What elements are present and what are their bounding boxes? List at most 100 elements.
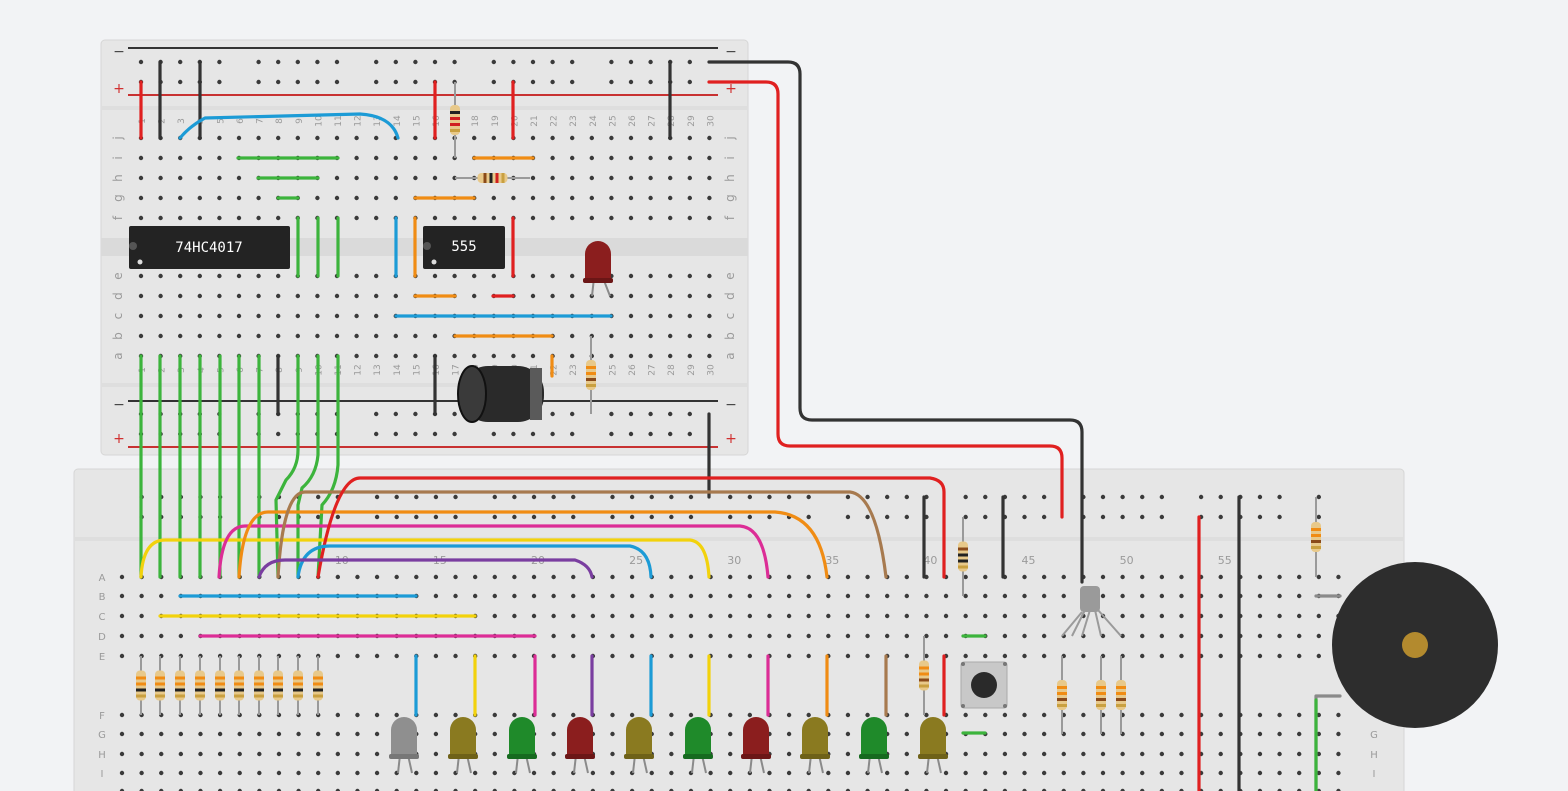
rail-hole [453, 494, 458, 500]
hole [1257, 633, 1263, 639]
hole [1081, 788, 1086, 791]
rail-label: − [725, 44, 737, 60]
hole [728, 574, 733, 580]
rail-hole [452, 411, 457, 417]
hole [571, 574, 576, 580]
hole [433, 653, 439, 659]
hole [629, 712, 635, 718]
hole [1316, 653, 1322, 659]
hole [354, 175, 359, 181]
hole [432, 215, 438, 221]
hole [492, 712, 497, 718]
hole [924, 593, 929, 599]
rail-hole [413, 431, 418, 437]
resistor-band [136, 694, 146, 698]
hole [884, 770, 890, 776]
hole [707, 135, 712, 141]
hole [1159, 653, 1165, 659]
hole [1120, 593, 1125, 599]
led-body [450, 717, 476, 756]
hole [963, 751, 968, 757]
hole [138, 195, 144, 201]
hole [786, 788, 792, 791]
hole [1218, 731, 1223, 737]
rail-hole [393, 59, 398, 65]
rail-hole [530, 79, 536, 85]
hole [747, 653, 753, 659]
hole [688, 633, 694, 639]
rail-hole [806, 514, 811, 520]
hole [1041, 788, 1047, 791]
hole [433, 712, 439, 718]
hole [1316, 633, 1322, 639]
hole [530, 273, 536, 279]
resistor-band [586, 378, 596, 381]
wire [707, 80, 1064, 519]
hole [197, 313, 202, 319]
hole [628, 273, 634, 279]
column-number: 10 [314, 115, 324, 127]
hole [1022, 788, 1027, 791]
hole [492, 770, 497, 776]
row-letter: H [98, 750, 106, 761]
breadboards [73, 39, 1405, 791]
hole [648, 353, 653, 359]
hole [707, 353, 712, 359]
hole [1120, 788, 1125, 791]
rail-hole [550, 411, 555, 417]
hole [983, 788, 988, 791]
hole [217, 770, 223, 776]
hole [728, 593, 733, 599]
hole [669, 751, 674, 757]
led-rim [624, 754, 654, 759]
rail-hole [1100, 514, 1106, 520]
row-letter: c [111, 313, 125, 320]
hole [1218, 593, 1223, 599]
hole [963, 770, 968, 776]
rail-hole [571, 494, 576, 500]
resistor-band [1057, 686, 1067, 689]
column-number: 13 [373, 364, 383, 375]
row-letter: i [111, 156, 125, 159]
row-letter: I [101, 769, 104, 780]
hole [786, 751, 792, 757]
hole [589, 215, 594, 221]
hole [432, 175, 438, 181]
column-number: 22 [550, 364, 560, 375]
rail-hole [747, 514, 753, 520]
hole [355, 751, 360, 757]
rail-hole [845, 514, 851, 520]
hole [551, 613, 556, 619]
hole [1061, 593, 1066, 599]
resistor-band [234, 682, 244, 686]
resistor-band [958, 553, 968, 557]
hole [550, 135, 555, 141]
hole [1041, 613, 1047, 619]
column-number: 8 [275, 367, 285, 373]
hole [687, 313, 692, 319]
hole [138, 175, 144, 181]
hole [610, 613, 615, 619]
hole [668, 273, 673, 279]
resistor-band [313, 688, 323, 692]
hole [707, 175, 712, 181]
hole [334, 333, 340, 339]
row-letter: c [723, 313, 737, 320]
hole [1297, 751, 1302, 757]
hole [669, 653, 674, 659]
rail-hole [884, 494, 890, 500]
hole [295, 313, 300, 319]
resistor [313, 656, 323, 715]
breadboard-top-rail-divider [101, 106, 748, 110]
hole [669, 633, 674, 639]
column-number: 9 [295, 118, 305, 124]
hole [237, 788, 242, 791]
hole [1022, 593, 1027, 599]
hole [236, 333, 242, 339]
hole [354, 293, 359, 299]
hole [610, 574, 615, 580]
rail-hole [688, 514, 694, 520]
hole [491, 195, 496, 201]
hole [178, 313, 183, 319]
hole [688, 788, 694, 791]
